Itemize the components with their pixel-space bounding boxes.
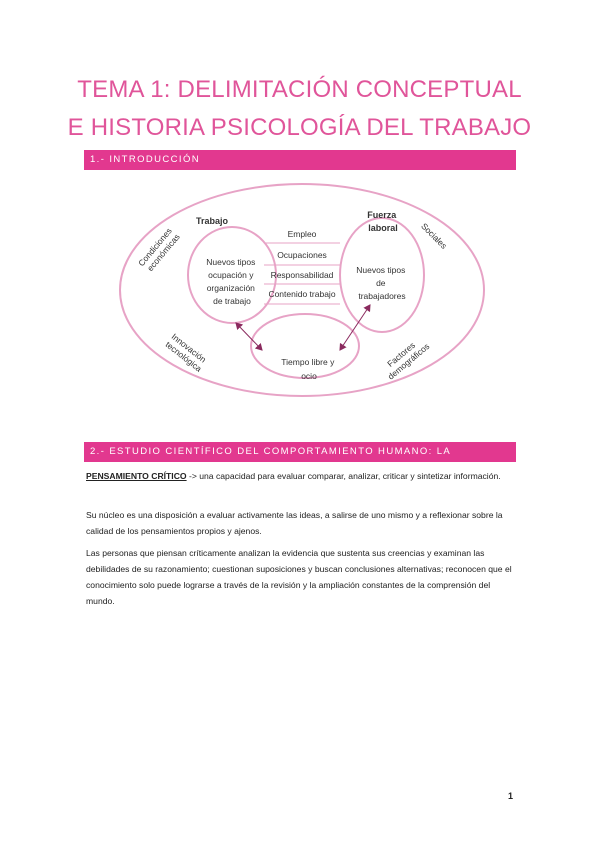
arrow-fuerza-tiempo xyxy=(339,304,371,351)
center-list-responsabilidad: Responsabilidad xyxy=(271,270,334,280)
fuerza-laboral-content: Nuevos tipos de trabajadores xyxy=(356,265,408,301)
label-innovacion-tecnologica: Innovación tecnológica xyxy=(163,331,210,374)
paragraph-3: Las personas que piensan críticamente an… xyxy=(86,548,512,606)
label-factores-demograficos: Factores demográficos xyxy=(379,333,431,381)
introduction-diagram: Condiciones económicas Sociales Innovaci… xyxy=(119,183,485,397)
fuerza-laboral-ellipse xyxy=(339,217,425,333)
section-heading-estudio: 2.- ESTUDIO CIENTÍFICO DEL COMPORTAMIENT… xyxy=(84,442,516,477)
page-number: 1 xyxy=(508,791,514,801)
trabajo-title: Trabajo xyxy=(196,216,229,226)
label-sociales: Sociales xyxy=(419,221,449,251)
trabajo-content: Nuevos tipos ocupación y organización de… xyxy=(206,257,258,306)
title-line-2: E HISTORIA PSICOLOGÍA DEL TRABAJO xyxy=(67,114,532,141)
label-condiciones-economicas: Condiciones económicas xyxy=(136,224,183,275)
center-list-empleo: Empleo xyxy=(288,229,317,239)
arrow-trabajo-tiempo xyxy=(235,322,263,351)
paragraph-1-text: -> una capacidad para evaluar comparar, … xyxy=(186,471,501,481)
paragraph-2: Su núcleo es una disposición a evaluar a… xyxy=(86,510,503,536)
center-list-ocupaciones: Ocupaciones xyxy=(277,250,327,260)
keyword-pensamiento-critico: PENSAMIENTO CRÍTICO xyxy=(86,471,187,481)
section-heading-introduccion: 1.- INTRODUCCIÓN xyxy=(84,150,516,170)
title-line-1: TEMA 1: DELIMITACIÓN CONCEPTUAL xyxy=(77,76,522,103)
fuerza-laboral-title: Fuerza laboral xyxy=(367,210,399,233)
center-list-contenido: Contenido trabajo xyxy=(268,289,335,299)
outer-ellipse xyxy=(119,183,485,397)
trabajo-ellipse xyxy=(187,226,277,324)
paragraph-pensamiento-critico: PENSAMIENTO CRÍTICO -> una capacidad par… xyxy=(86,468,516,484)
tiempo-libre-content: Tiempo libre y ocio xyxy=(281,357,336,381)
